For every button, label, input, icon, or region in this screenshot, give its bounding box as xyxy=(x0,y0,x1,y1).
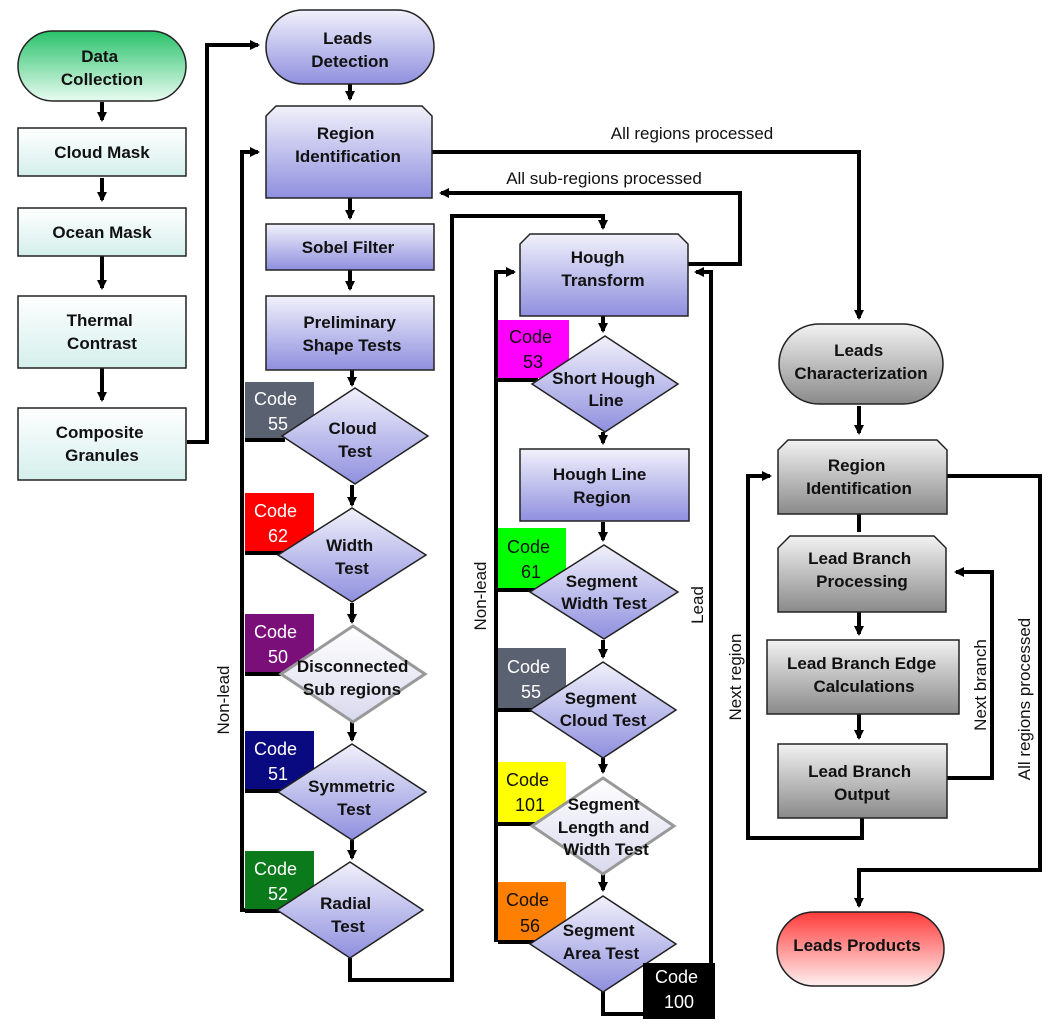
svg-text:Code 62: Code 62 xyxy=(254,501,302,546)
hough-line-region-node: Hough Line Region xyxy=(519,448,690,522)
edge-label-all-regions-processed-right: All regions processed xyxy=(1015,618,1034,781)
svg-text:Code 55: Code 55 xyxy=(507,657,555,702)
svg-text:Code 56: Code 56 xyxy=(506,890,554,936)
preliminary-shape-tests-node: Preliminary Shape Tests xyxy=(265,295,435,371)
segment-cloud-test-label: Segment Cloud Test xyxy=(560,689,647,730)
leads-products-label: Leads Products xyxy=(793,936,921,955)
sobel-filter-label: Sobel Filter xyxy=(302,238,395,257)
ocean-mask-label: Ocean Mask xyxy=(52,223,152,242)
width-test-diamond: Width Test xyxy=(276,507,428,603)
edge-label-non-lead-left: Non-lead xyxy=(214,666,233,735)
svg-text:Code 101: Code 101 xyxy=(506,770,554,815)
arrow-next-region xyxy=(746,471,864,840)
segment-area-test-label: Segment Area Test xyxy=(563,921,640,963)
segment-width-test-diamond: Segment Width Test xyxy=(528,544,680,640)
lead-branch-processing-node: Lead Branch Processing xyxy=(777,535,947,613)
edge-label-lead: Lead xyxy=(688,586,707,624)
symmetric-test-diamond: Symmetric Test xyxy=(276,743,428,841)
arrow-all-regions-top xyxy=(432,150,864,320)
sobel-filter-node: Sobel Filter xyxy=(265,223,435,271)
connectors xyxy=(97,40,1042,1016)
edge-label-non-lead-mid: Non-lead xyxy=(471,562,490,631)
composite-granules-label: Composite Granules xyxy=(56,423,149,465)
lead-branch-output-label: Lead Branch Output xyxy=(808,762,916,804)
hough-transform-node: Hough Transform xyxy=(519,233,689,317)
cloud-test-label: Cloud Test xyxy=(329,419,382,461)
svg-text:Code 61: Code 61 xyxy=(507,537,555,582)
svg-text:Code 52: Code 52 xyxy=(254,859,302,904)
svg-text:Code 55: Code 55 xyxy=(254,389,302,434)
region-identification-label: Region Identification xyxy=(295,124,401,166)
edge-label-all-regions-processed-top: All regions processed xyxy=(611,124,774,143)
svg-text:Code 100: Code 100 xyxy=(655,967,703,1012)
disconnected-sub-regions-diamond: Disconnected Sub regions xyxy=(278,624,428,724)
leads-characterization-node: Leads Characterization xyxy=(778,323,944,405)
segment-width-test-label: Segment Width Test xyxy=(561,572,647,613)
lead-branch-edge-label: Lead Branch Edge Calculations xyxy=(787,654,941,696)
edge-label-next-region: Next region xyxy=(726,634,745,721)
ocean-mask-node: Ocean Mask xyxy=(17,207,187,257)
arrow-all-regions-right xyxy=(854,474,1042,908)
preliminary-shape-tests-label: Preliminary Shape Tests xyxy=(303,313,402,355)
arrow-all-subregions xyxy=(439,188,742,266)
thermal-contrast-node: Thermal Contrast xyxy=(17,295,187,369)
thermal-contrast-label: Thermal Contrast xyxy=(67,311,138,353)
lead-branch-output-node: Lead Branch Output xyxy=(777,743,948,819)
lead-branch-edge-node: Lead Branch Edge Calculations xyxy=(766,639,960,715)
code-badge-55-mid: Code 55 xyxy=(498,648,566,712)
code-badge-56: Code 56 xyxy=(498,882,566,944)
hough-transform-label: Hough Transform xyxy=(561,248,644,290)
region-identification-2-label: Region Identification xyxy=(806,456,912,498)
edge-label-all-sub-regions-processed: All sub-regions processed xyxy=(506,169,702,188)
leads-products-node: Leads Products xyxy=(776,911,945,987)
arrow-radial-to-hough xyxy=(348,214,608,982)
composite-granules-node: Composite Granules xyxy=(17,407,187,481)
leads-characterization-label: Leads Characterization xyxy=(794,341,927,383)
disconnected-sub-regions-label: Disconnected Sub regions xyxy=(297,657,413,699)
segment-cloud-test-diamond: Segment Cloud Test xyxy=(528,661,678,759)
segment-area-test-diamond: Segment Area Test xyxy=(528,895,678,993)
data-collection-node: Data Collection xyxy=(17,30,187,102)
nonlead-loop xyxy=(240,147,260,912)
symmetric-test-label: Symmetric Test xyxy=(308,777,400,819)
leads-detection-label: Leads Detection xyxy=(311,29,388,71)
data-collection-label: Data Collection xyxy=(61,47,143,89)
lead-branch-processing-label: Lead Branch Processing xyxy=(808,549,916,591)
svg-text:Code 53: Code 53 xyxy=(509,327,557,372)
svg-text:Code 50: Code 50 xyxy=(254,622,302,667)
radial-test-label: Radial Test xyxy=(320,894,376,936)
leads-detection-node: Leads Detection xyxy=(265,9,435,85)
cloud-test-diamond: Cloud Test xyxy=(280,387,430,485)
segment-length-width-test-label: Segment Length and Width Test xyxy=(558,795,654,859)
code-badge-100: Code 100 xyxy=(643,963,715,1019)
radial-test-diamond: Radial Test xyxy=(275,861,425,959)
segment-length-width-test-diamond: Segment Length and Width Test xyxy=(529,776,677,876)
arrow-composite-to-leads-detection xyxy=(187,40,260,444)
cloud-mask-node: Cloud Mask xyxy=(17,127,187,177)
region-identification-node: Region Identification xyxy=(265,105,433,199)
arrow-next-branch xyxy=(947,567,994,780)
short-hough-line-diamond: Short Hough Line xyxy=(530,335,680,433)
width-test-label: Width Test xyxy=(326,536,378,578)
code-badge-55-left: Code 55 xyxy=(245,382,314,442)
cloud-mask-label: Cloud Mask xyxy=(54,143,150,162)
svg-text:Code 51: Code 51 xyxy=(254,739,302,784)
hough-line-region-label: Hough Line Region xyxy=(553,465,651,507)
region-identification-2-node: Region Identification xyxy=(777,439,948,515)
edge-label-next-branch: Next branch xyxy=(971,639,990,731)
short-hough-line-label: Short Hough Line xyxy=(552,369,660,410)
